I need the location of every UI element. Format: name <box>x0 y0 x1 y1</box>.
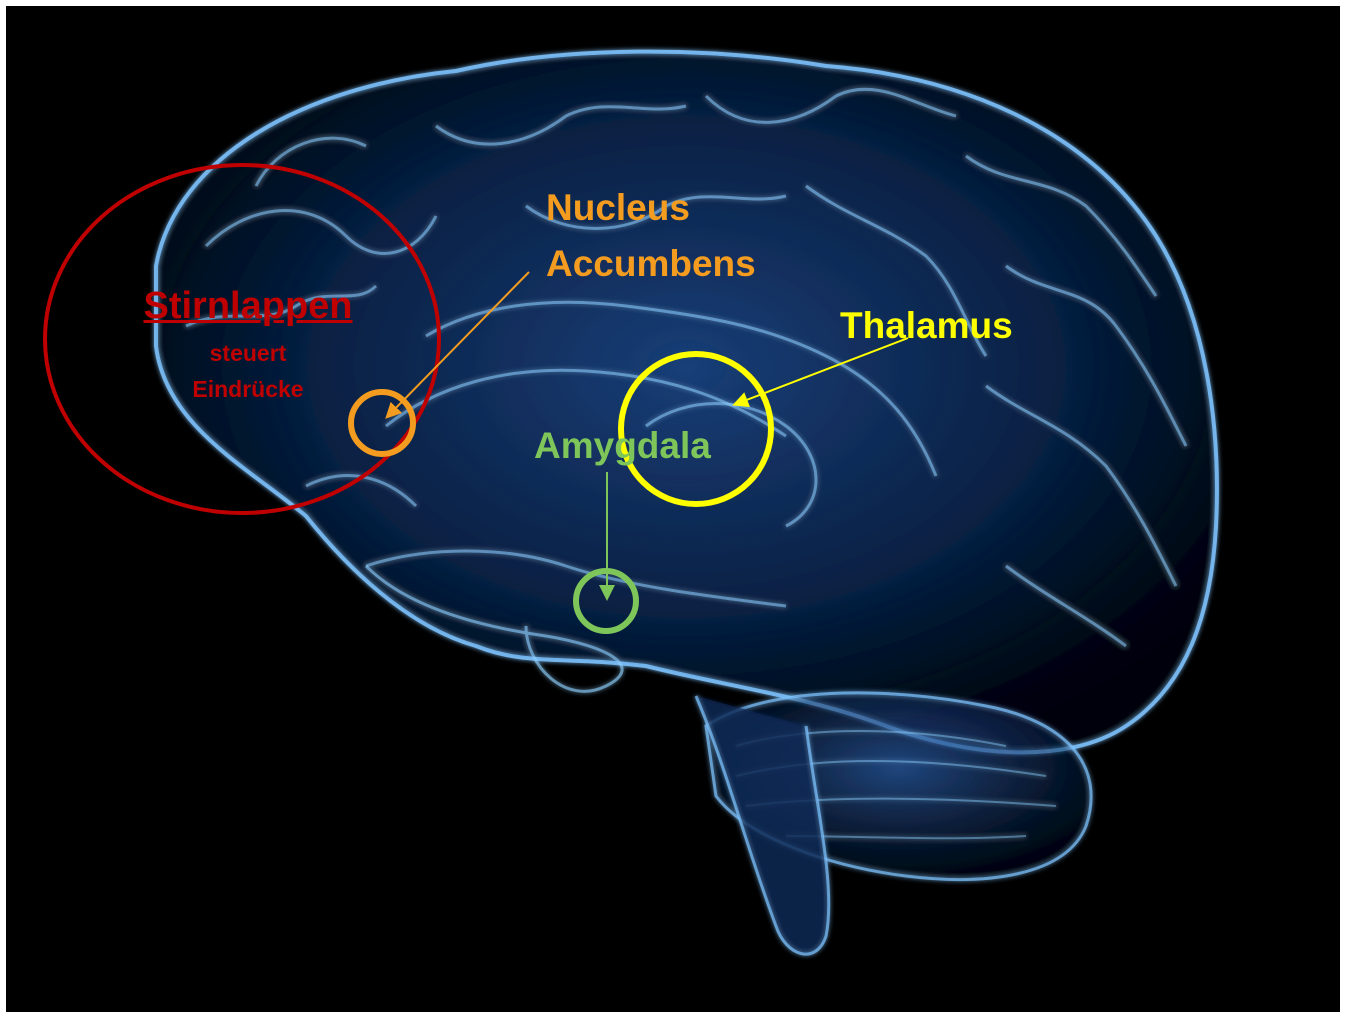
slide-canvas: Stirnlappen steuert Eindrücke Nucleus Ac… <box>6 6 1340 1012</box>
brain-illustration <box>6 6 1340 1012</box>
thalamus-label: Thalamus <box>840 304 1013 348</box>
nucleus-accumbens-label-line2: Accumbens <box>546 242 756 286</box>
stirnlappen-caption-line2: Eindrücke <box>130 376 366 404</box>
stirnlappen-title: Stirnlappen <box>130 284 366 330</box>
stirnlappen-caption-line1: steuert <box>130 340 366 368</box>
nucleus-accumbens-label-line1: Nucleus <box>546 186 690 230</box>
amygdala-label: Amygdala <box>534 424 711 468</box>
